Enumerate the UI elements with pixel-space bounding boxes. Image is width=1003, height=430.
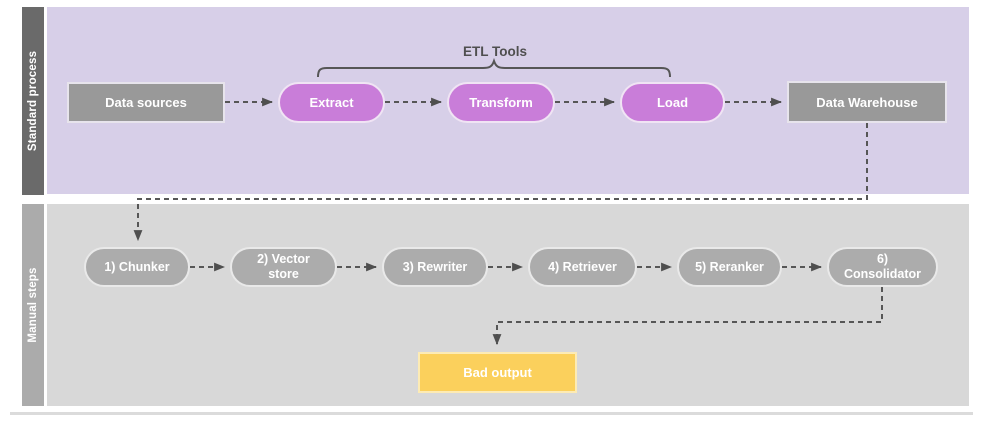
node-vector-store-label: 2) Vector store [257, 252, 310, 281]
node-consolidator: 6) Consolidator [827, 247, 938, 287]
lane-standard-process-label: Standard process [27, 50, 39, 152]
lane-manual-steps-bar: Manual steps [22, 204, 44, 406]
node-consolidator-label: 6) Consolidator [843, 252, 922, 281]
node-chunker: 1) Chunker [84, 247, 190, 287]
lane-standard-process-bar: Standard process [22, 7, 44, 195]
node-rewriter: 3) Rewriter [382, 247, 488, 287]
node-vector-store: 2) Vector store [230, 247, 337, 287]
etl-tools-group-label: ETL Tools [463, 44, 527, 59]
node-extract: Extract [278, 82, 385, 123]
node-data-sources: Data sources [67, 82, 225, 123]
lane-manual-steps-label: Manual steps [27, 267, 39, 343]
node-load: Load [620, 82, 725, 123]
node-retriever: 4) Retriever [528, 247, 637, 287]
node-reranker: 5) Reranker [677, 247, 782, 287]
bottom-divider-line [10, 412, 973, 415]
node-transform: Transform [447, 82, 555, 123]
node-bad-output: Bad output [418, 352, 577, 393]
node-data-warehouse: Data Warehouse [787, 81, 947, 123]
